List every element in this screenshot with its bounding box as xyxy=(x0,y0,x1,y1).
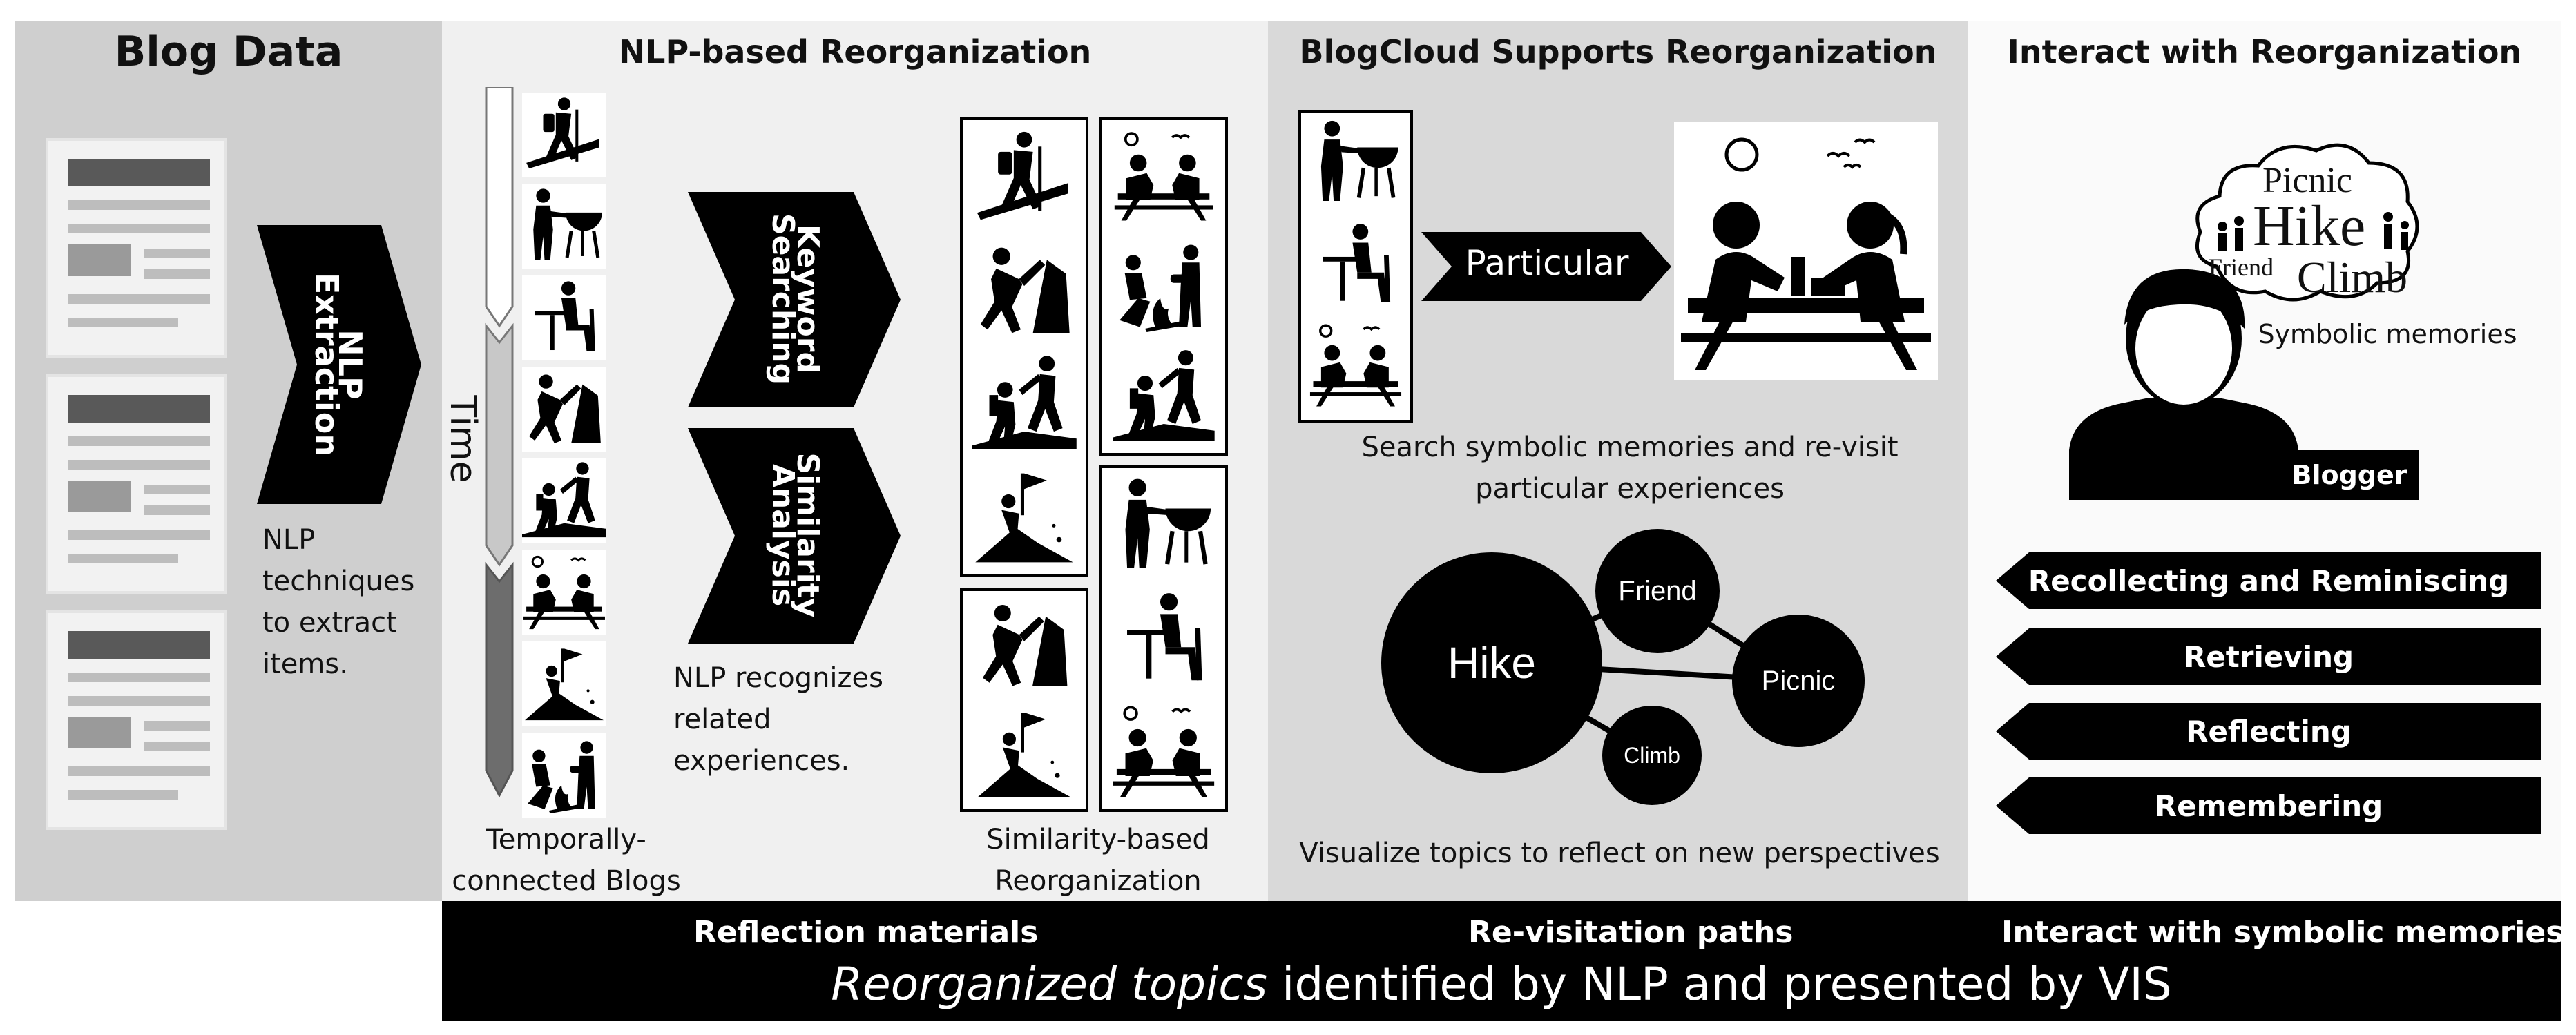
summit-flag-icon xyxy=(968,704,1080,804)
diner-icon xyxy=(1305,217,1406,312)
time-arrow xyxy=(485,87,514,798)
grill-icon xyxy=(1108,474,1220,579)
blogcloud-title: BlogCloud Supports Reorganization xyxy=(1299,33,1937,70)
reflection-materials-label: Reflection materials xyxy=(693,915,1039,950)
thought-cloud-icon xyxy=(2195,143,2419,302)
graph-node-hike: Hike xyxy=(1381,552,1602,773)
grill-icon xyxy=(522,184,606,269)
campfire-icon xyxy=(1108,235,1220,338)
nlp-extraction-chevron xyxy=(257,225,421,504)
action-reflecting: Reflecting xyxy=(1996,703,2541,760)
helping-climber-icon xyxy=(522,458,606,543)
picnic-icon xyxy=(522,550,606,635)
diner-icon xyxy=(1108,586,1220,691)
particular-label: Particular xyxy=(1465,243,1629,283)
symbolic-memories-caption: Symbolic memories xyxy=(2258,319,2517,349)
picnic-scene-icon xyxy=(1674,122,1938,380)
nlp-reorganization-title: NLP-based Reorganization xyxy=(618,33,1092,70)
blog-document-1 xyxy=(46,138,227,358)
climber-icon xyxy=(968,597,1080,696)
cloud-word-friend: Friend xyxy=(2209,253,2274,281)
blog-document-3 xyxy=(46,610,227,830)
helping-climber-icon xyxy=(1108,345,1220,447)
helping-climber-icon xyxy=(968,351,1080,456)
action-recollecting: Recollecting and Reminiscing xyxy=(1996,552,2541,609)
revisitation-paths-label: Re-visitation paths xyxy=(1468,915,1794,950)
diner-icon xyxy=(522,275,606,360)
nlp-recognizes-caption: NLP recognizes related experiences. xyxy=(673,662,883,777)
blog-data-title: Blog Data xyxy=(114,28,343,76)
climber-icon xyxy=(968,238,1080,343)
action-remembering: Remembering xyxy=(1996,777,2541,834)
campfire-icon xyxy=(522,733,606,818)
time-label: Time xyxy=(442,395,483,483)
bottom-banner: Reflection materials Re-visitation paths… xyxy=(442,901,2564,1021)
picnic-icon xyxy=(1108,126,1220,228)
cloud-word-climb: Climb xyxy=(2297,253,2408,302)
action-retrieving: Retrieving xyxy=(1996,628,2541,685)
similarity-based-caption: Similarity-based Reorganization xyxy=(986,824,1210,897)
picnic-icon xyxy=(1108,699,1220,804)
cloud-word-picnic: Picnic xyxy=(2262,161,2352,200)
similarity-analysis-label: Similarity Analysis xyxy=(765,452,825,618)
graph-node-climb: Climb xyxy=(1602,706,1702,805)
graph-node-picnic: Picnic xyxy=(1732,615,1865,747)
particular-chevron xyxy=(1421,232,1671,301)
picnic-icon xyxy=(1305,318,1406,413)
climber-icon xyxy=(522,367,606,452)
graph-node-friend: Friend xyxy=(1595,529,1720,653)
blogger-label: Blogger xyxy=(2280,450,2419,500)
keyword-searching-chevron xyxy=(688,192,901,407)
hiker-icon xyxy=(522,93,606,177)
keyword-searching-label: Keyword Searching xyxy=(765,213,825,385)
grill-icon xyxy=(1305,116,1406,211)
search-symbolic-caption: Search symbolic memories and re-visit pa… xyxy=(1361,432,1899,505)
temporally-connected-caption: Temporally- connected Blogs xyxy=(452,824,681,897)
timeline-icon-column xyxy=(521,90,608,822)
blogger-avatar-icon xyxy=(2069,269,2298,500)
interact-symbolic-label: Interact with symbolic memories xyxy=(2001,915,2564,950)
hiker-icon xyxy=(968,126,1080,231)
summit-flag-icon xyxy=(522,641,606,726)
visualize-topics-caption: Visualize topics to reflect on new persp… xyxy=(1299,838,1940,869)
summit-flag-icon xyxy=(968,464,1080,569)
blog-document-2 xyxy=(46,374,227,594)
interact-title: Interact with Reorganization xyxy=(2007,33,2522,70)
nlp-extraction-label: NLP Extraction xyxy=(308,272,369,457)
similarity-analysis-chevron xyxy=(688,428,901,644)
bottom-main-statement: Reorganized topics identified by NLP and… xyxy=(831,958,2172,1011)
cloud-word-hike: Hike xyxy=(2253,194,2366,258)
nlp-techniques-caption: NLP techniques to extract items. xyxy=(262,524,415,680)
